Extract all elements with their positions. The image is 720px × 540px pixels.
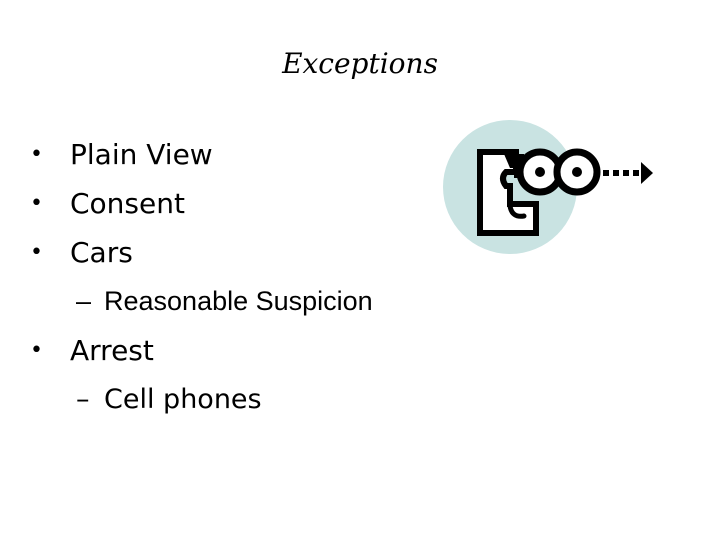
slide-title-text: Exceptions xyxy=(282,47,438,80)
list-item: • Plain View xyxy=(30,130,470,179)
sub-list-item-text: Reasonable Suspicion xyxy=(104,286,373,316)
list-item-text: Arrest xyxy=(70,334,154,367)
mouth-shape xyxy=(507,203,527,219)
bullet-marker: • xyxy=(30,338,43,363)
dash-marker: – xyxy=(76,286,92,316)
binoculars-left-side xyxy=(514,168,522,178)
head-outline xyxy=(477,149,539,236)
sub-list-item-text: Cell phones xyxy=(104,384,262,415)
bullet-marker: • xyxy=(30,142,43,167)
list-item: • Cars xyxy=(30,228,470,277)
list-item-text: Plain View xyxy=(70,138,213,171)
sight-line-dot xyxy=(603,170,609,176)
sub-list-item: –Cell phones xyxy=(30,375,470,424)
list-item-text: Consent xyxy=(70,187,185,220)
slide-title: Exceptions xyxy=(0,42,720,86)
sight-line-dot xyxy=(613,170,619,176)
list-item-text: Cars xyxy=(70,236,133,269)
arrow-head xyxy=(641,162,653,184)
binoculars-left-pupil xyxy=(535,167,545,177)
sub-list-item: –Reasonable Suspicion xyxy=(30,277,470,326)
binoculars-right-pupil xyxy=(572,167,582,177)
sight-line-dot xyxy=(623,170,629,176)
list-item: • Arrest xyxy=(30,326,470,375)
bullet-marker: • xyxy=(30,191,43,216)
bullet-list: • Plain View • Consent • Cars –Reasonabl… xyxy=(30,130,470,424)
bullet-marker: • xyxy=(30,240,43,265)
sight-line-dot xyxy=(633,170,639,176)
person-looking-binoculars-icon xyxy=(443,120,653,254)
dash-marker: – xyxy=(76,384,90,415)
list-item: • Consent xyxy=(30,179,470,228)
